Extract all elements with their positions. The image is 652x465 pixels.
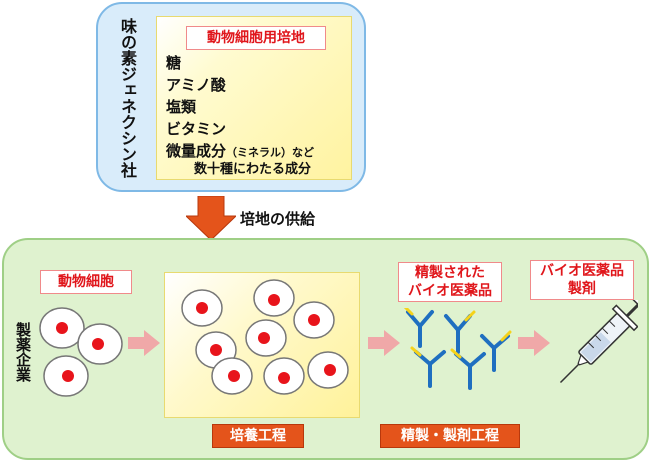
purify-step-label: 精製・製剤工程 [380,424,520,448]
process-arrow-icon [128,330,160,356]
syringe-icon [559,300,638,384]
animal-cells-group [39,307,123,397]
cultured-cells-group [181,279,349,395]
supply-label: 培地の供給 [240,210,316,228]
antibody-icon [480,330,512,372]
product-label-line: バイオ医薬品 [540,263,624,279]
cell-icon [263,357,305,395]
antibody-icon [450,348,486,390]
ingredient-note: （ミネラル） [226,146,293,159]
culture-step-label: 培養工程 [212,424,304,448]
ingredient-item: 塩類 [166,96,314,118]
cell-icon [43,355,89,397]
cell-icon [253,279,295,317]
antibody-icon [410,346,446,388]
cell-icon [39,307,85,349]
supply-arrow [186,196,236,241]
cell-icon [293,301,335,339]
antibodies-group [403,308,512,390]
supplier-name: 味の素ジェネクシン社 [118,18,137,178]
medium-summary: 数十種にわたる成分 [194,162,312,177]
antibody-icon [403,308,434,348]
purified-product-label: 精製された バイオ医薬品 [398,262,502,302]
cell-icon [77,323,123,365]
antibody-icon [444,310,476,354]
process-arrow-icon [518,330,550,356]
ingredient-item: アミノ酸 [166,74,314,96]
ingredient-label: ビタミン [166,120,227,138]
company-name: 製薬企業 [14,322,32,382]
cell-icon [181,289,223,327]
ingredient-label: 糖 [166,54,182,72]
cell-icon [307,351,349,389]
product-label: バイオ医薬品 製剤 [530,260,634,300]
animal-cells-label: 動物細胞 [40,270,132,294]
product-label-line: 製剤 [568,281,596,297]
process-arrow-icon [368,330,400,356]
ingredient-label: 塩類 [166,98,197,116]
cell-icon [245,319,287,357]
purified-product-line: 精製された [415,265,485,281]
ingredient-item: ビタミン [166,118,314,140]
ingredient-suffix: など [292,146,315,159]
ingredient-label: アミノ酸 [166,76,226,94]
medium-title: 動物細胞用培地 [186,26,326,50]
cell-icon [211,357,253,395]
purified-product-line: バイオ医薬品 [408,283,492,299]
ingredient-item: 微量成分（ミネラル）など [166,140,314,164]
ingredient-label: 微量成分 [166,142,227,160]
ingredient-item: 糖 [166,52,314,74]
ingredient-list: 糖 アミノ酸 塩類 ビタミン 微量成分（ミネラル）など [166,52,314,164]
